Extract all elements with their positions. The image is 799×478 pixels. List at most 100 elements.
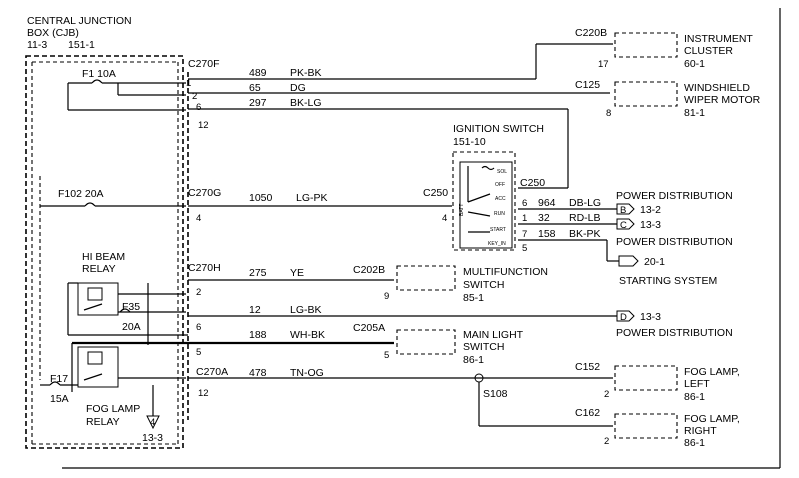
wiper-line2: WIPER MOTOR xyxy=(684,94,761,106)
fuse-f35-label: F35 xyxy=(122,301,140,313)
connector-c250-right-label: C250 xyxy=(520,177,545,189)
wire-297-color: BK-LG xyxy=(290,97,322,109)
hi-beam-relay-coil xyxy=(87,287,103,301)
instrument-cluster-box xyxy=(614,32,678,58)
pin-c270f-1: 1 xyxy=(186,78,191,89)
connector-c270g-label: C270G xyxy=(188,187,221,199)
pin-c270g-4: 4 xyxy=(196,213,201,224)
ref-letter-b: B xyxy=(620,205,626,216)
wire-188-number: 188 xyxy=(249,329,267,341)
fog-lamp-relay-box xyxy=(77,346,119,388)
pin-c250-1: 1 xyxy=(522,213,527,224)
wire-275-color: YE xyxy=(290,267,304,279)
fog-right-ref: 86-1 xyxy=(684,437,705,449)
pin-c270h-5: 5 xyxy=(196,347,201,358)
pin-c270h-2: 2 xyxy=(196,287,201,298)
connector-c202b-label: C202B xyxy=(353,264,385,276)
connector-c125-label: C125 xyxy=(575,79,600,91)
fog-lamp-right-box xyxy=(614,413,678,439)
fuse-f35-symbol xyxy=(119,308,131,313)
wire-1050-number: 1050 xyxy=(249,192,273,204)
ignition-pos-acc: ACC xyxy=(495,196,506,202)
instrument-cluster-line2: CLUSTER xyxy=(684,45,733,57)
pin-ic-17: 17 xyxy=(598,59,609,70)
ground-number: 4 xyxy=(150,417,155,428)
wire-478-color: TN-OG xyxy=(290,367,324,379)
fuse-f102-label: F102 20A xyxy=(58,188,104,200)
wire-188-color: WH-BK xyxy=(290,329,325,341)
fuse-f17-rating: 15A xyxy=(50,393,69,405)
multifunction-line2: SWITCH xyxy=(463,279,504,291)
wire-65-color: DG xyxy=(290,82,306,94)
fog-lamp-relay-contact xyxy=(83,373,103,381)
connector-c250-left-label: C250 xyxy=(423,187,448,199)
ignition-pos-run: RUN xyxy=(494,211,505,217)
ref-d-page: 13-3 xyxy=(640,311,661,323)
wire-478-number: 478 xyxy=(249,367,267,379)
fog-lamp-relay-coil xyxy=(87,351,103,365)
ignition-pos-keyin: KEY_IN xyxy=(488,241,506,247)
hi-beam-relay-line2: RELAY xyxy=(82,263,116,275)
multifunction-line1: MULTIFUNCTION xyxy=(463,266,548,278)
ignition-solenoid-coil xyxy=(481,165,495,171)
connector-c162-label: C162 xyxy=(575,407,600,419)
fog-lamp-left-box xyxy=(614,365,678,391)
wiper-ref: 81-1 xyxy=(684,107,705,119)
ignition-switch-body xyxy=(459,161,513,249)
pin-mf-9: 9 xyxy=(384,291,389,302)
wire-489-color: PK-BK xyxy=(290,67,322,79)
pin-c250-5: 5 xyxy=(522,243,527,254)
ignition-batt-label: BATT xyxy=(459,204,465,216)
fog-right-line2: RIGHT xyxy=(684,425,717,437)
wire-12-color: LG-BK xyxy=(290,304,322,316)
splice-s108-label: S108 xyxy=(483,388,508,400)
ignition-pos-sol: SOL xyxy=(497,169,507,175)
ignition-switch-ref: 151-10 xyxy=(453,136,486,148)
wiper-line1: WINDSHIELD xyxy=(684,82,750,94)
hi-beam-relay-box xyxy=(77,282,119,316)
pin-fog-left-2: 2 xyxy=(604,389,609,400)
ref-flag-c xyxy=(616,218,635,230)
ignition-switch-box xyxy=(452,151,516,251)
hi-beam-relay-contact xyxy=(83,303,103,311)
cjb-title-line2: BOX (CJB) xyxy=(27,27,79,39)
ref-letter-c: C xyxy=(620,220,627,231)
instrument-cluster-ref: 60-1 xyxy=(684,58,705,70)
fuse-f35-rating: 20A xyxy=(122,321,141,333)
pin-c250-6: 6 xyxy=(522,198,527,209)
pin-fog-right-2: 2 xyxy=(604,436,609,447)
wiper-motor-box xyxy=(614,81,678,107)
ref-c-page: 13-3 xyxy=(640,219,661,231)
main-light-line2: SWITCH xyxy=(463,341,504,353)
ignition-pos-off: OFF xyxy=(495,182,505,188)
connector-c270h-label: C270H xyxy=(188,262,221,274)
wire-65-number: 65 xyxy=(249,82,261,94)
fog-left-line1: FOG LAMP, xyxy=(684,366,740,378)
fuse-f1-label: F1 10A xyxy=(82,68,116,80)
ref-flag-b xyxy=(616,203,635,215)
wire-158-number: 158 xyxy=(538,228,556,240)
ignition-pos-start: START xyxy=(490,227,506,233)
main-light-line1: MAIN LIGHT xyxy=(463,329,524,341)
pin-c270f-6: 6 xyxy=(196,102,201,113)
connector-c270f-label: C270F xyxy=(188,58,220,70)
starting-system: STARTING SYSTEM xyxy=(619,275,717,287)
wire-964-number: 964 xyxy=(538,197,556,209)
fuse-f102-symbol xyxy=(84,202,96,207)
pin-c250-4: 4 xyxy=(442,213,447,224)
ref-flag-d xyxy=(616,310,635,322)
main-light-switch-box xyxy=(396,329,456,355)
ref-b-page: 13-2 xyxy=(640,204,661,216)
ignition-switch-title: IGNITION SWITCH xyxy=(453,123,544,135)
pin-c270f-2: 2 xyxy=(192,91,197,102)
ref-flag-start xyxy=(618,255,639,267)
hi-beam-relay-line1: HI BEAM xyxy=(82,251,125,263)
main-light-ref: 86-1 xyxy=(463,354,484,366)
cjb-title-line1: CENTRAL JUNCTION xyxy=(27,15,132,27)
connector-c152-label: C152 xyxy=(575,361,600,373)
power-dist-3: POWER DISTRIBUTION xyxy=(616,327,733,339)
wire-158-color: BK-PK xyxy=(569,228,601,240)
ref-letter-d: D xyxy=(620,312,627,323)
cjb-ref-a: 11-3 xyxy=(27,39,47,51)
pin-c270h-6: 6 xyxy=(196,322,201,333)
